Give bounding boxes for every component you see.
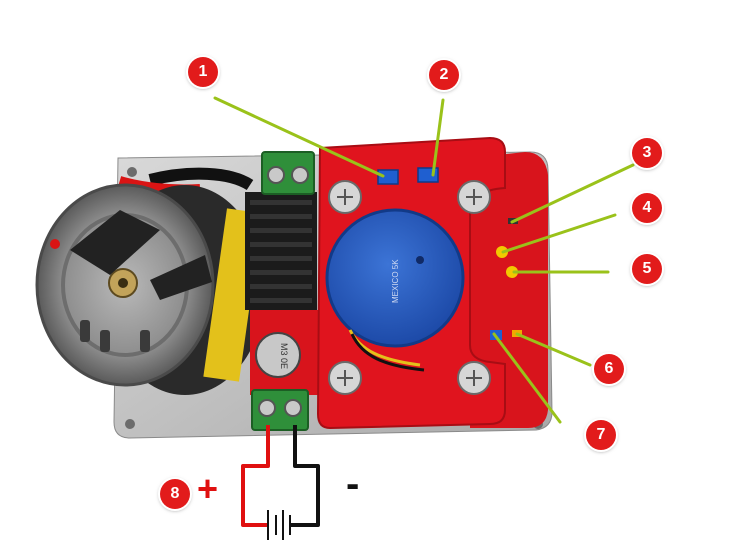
heatsink [245,192,317,310]
callout-6: 6 [594,354,624,384]
motor-red-dot [50,239,60,249]
electrolytic-capacitor [255,332,301,378]
motor-brush-bracket [150,255,212,300]
controller-pcb [470,152,548,428]
callout-8: 8 [160,479,190,509]
negative-wire [290,425,320,527]
motor-cable [148,167,254,191]
terminal-screw [284,399,302,417]
potentiometer-shaft [416,256,424,264]
motor-vent-slot [100,330,110,352]
positive-sign: + [197,468,219,509]
plate-screw-hole [125,419,135,429]
yellow-indicator-5 [506,266,518,278]
trimmer-pot-1 [377,169,399,185]
feedback-potentiometer [325,208,465,348]
terminal-screw [258,399,276,417]
negative-sign: - [346,462,360,506]
motor-vent-slot [80,320,90,342]
callout-3: 3 [632,138,662,168]
callout-5: 5 [632,254,662,284]
callout-7: 7 [586,420,616,450]
motor-shaft [118,278,128,288]
pot-wires [350,333,425,372]
callout-1: 1 [188,57,218,87]
battery-circuit [241,425,320,527]
positive-wire [241,425,270,527]
potentiometer-marking: MEXICO 5K [391,259,400,303]
leader-lines [213,96,635,424]
battery-symbol [267,510,291,540]
callout-4: 4 [632,193,662,223]
capacitor-marking: M3 0E [279,343,289,369]
heatsink-fins [250,200,312,303]
terminal-screw [267,166,285,184]
terminal-screw [291,166,309,184]
motor-vent-slot [140,330,150,352]
callout-2: 2 [429,60,459,90]
plate-screw-hole [127,167,137,177]
motor-brush-bracket [70,210,160,275]
